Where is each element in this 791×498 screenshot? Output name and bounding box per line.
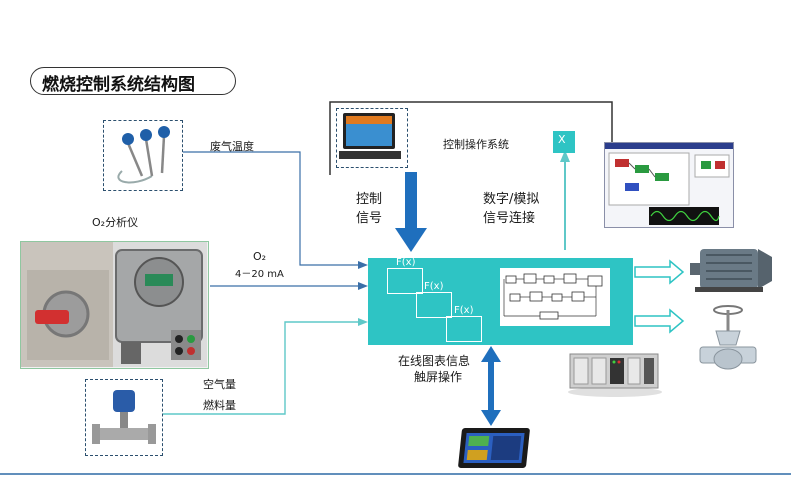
x-node-label: X [558,133,566,146]
flow-meter-box [85,379,163,456]
function-box-1 [387,268,423,294]
exhaust-temp-sensor-box [103,120,183,191]
valve-image [698,305,758,373]
plc-icon [568,353,662,397]
function-box-3 [446,316,482,342]
touch-link-head-up [481,346,501,362]
touch-link-head-down [481,410,501,426]
online-chart-label-2: 触屏操作 [414,370,463,384]
fuel-label: 燃料量 [203,399,236,412]
x-node-box [553,131,575,153]
o2-signal-label-1: O₂ [253,250,267,263]
digital-analog-label-1: 数字/模拟 [483,192,540,207]
air-label: 空气量 [203,378,236,391]
fx-label-1: F(x) [396,257,416,268]
air-fuel-arrowhead [358,318,368,326]
fx-label-2: F(x) [424,281,444,292]
o2-analyzer-photo [20,241,209,369]
o2-signal-arrowhead [358,282,368,290]
exhaust-temp-arrowhead [358,261,368,269]
online-chart-label-1: 在线图表信息 [398,354,471,368]
exhaust-temp-line [183,151,360,266]
motor-output-arrow [634,259,685,285]
title-box [30,67,236,95]
block-diagram-icon [503,273,603,320]
control-signal-label-1: 控制 [356,192,383,207]
control-system-frame [329,101,613,175]
page-title: 燃烧控制系统结构图 [42,75,195,95]
motor-icon [690,249,772,292]
touch-panel [457,428,531,468]
digital-analog-label-2: 信号连接 [483,211,536,226]
control-system-label: 控制操作系统 [443,138,509,151]
touch-screen-icon [463,433,525,463]
flow-meter-icon [92,390,156,444]
thermocouple-icon [117,126,170,184]
exhaust-temp-label: 废气温度 [210,140,254,153]
function-box-2 [416,292,452,318]
o2-analyzer-label: O₂分析仪 [92,216,139,229]
monitor-icon [339,113,401,159]
motor-image [690,245,785,293]
block-diagram-panel [500,268,610,326]
valve-icon [699,305,757,370]
flowsheet-icon [605,143,733,225]
control-software-screenshot [604,142,734,228]
o2-signal-label-2: 4－20 mA [235,269,284,280]
valve-output-arrow [634,308,685,334]
digital-link-arrowhead [560,150,570,162]
fx-label-3: F(x) [454,305,474,316]
workstation-box [336,108,408,168]
air-fuel-line [163,321,360,415]
o2-analyzer-icon [21,242,207,367]
plc-image [566,348,664,398]
control-signal-label-2: 信号 [356,211,383,226]
control-arrow-shaft [405,172,417,230]
control-arrow-head [395,228,427,252]
